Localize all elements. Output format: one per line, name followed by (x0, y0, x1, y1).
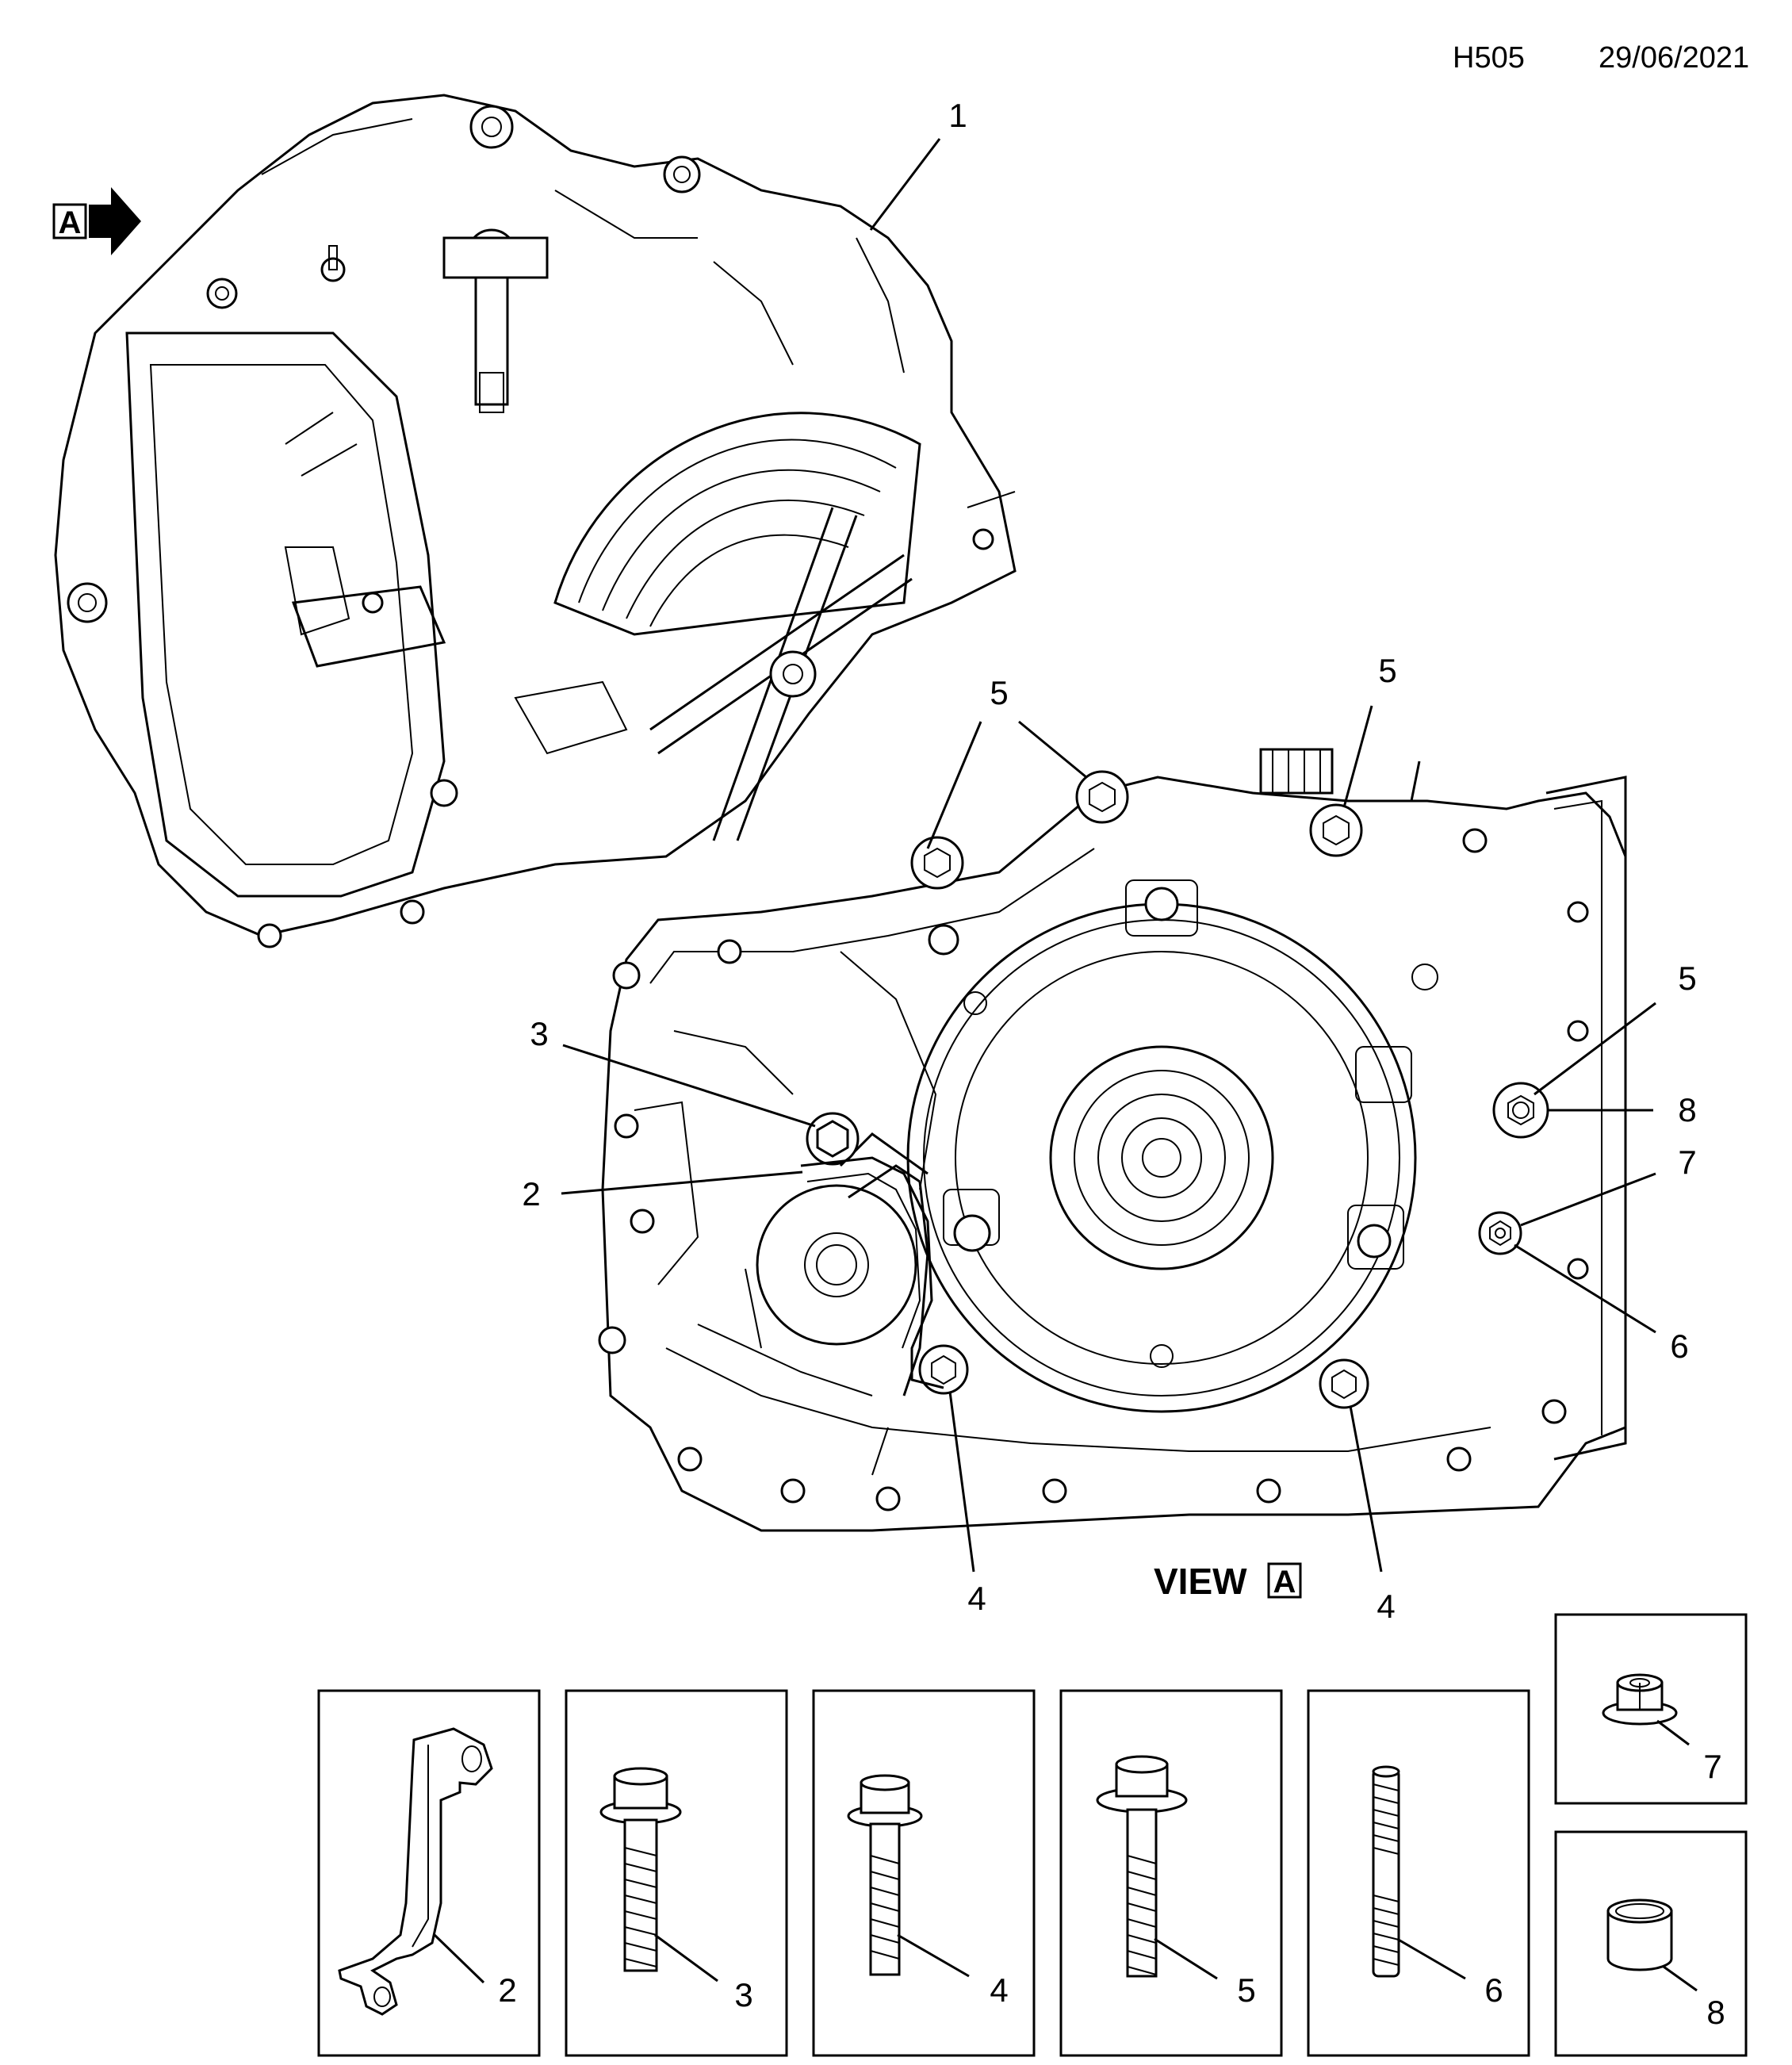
diagram-code: H505 (1453, 41, 1525, 75)
callout-2: 2 (522, 1175, 540, 1213)
bracket-2-mark (800, 1156, 944, 1389)
diagram-date: 29/06/2021 (1599, 41, 1750, 75)
bolt-5-side-mark (1492, 1082, 1549, 1139)
bolt-3-mark (806, 1112, 860, 1166)
part-number-2: 2 (498, 1971, 516, 2009)
nut-7-stud-6-mark (1478, 1211, 1522, 1255)
part-number-7: 7 (1703, 1748, 1721, 1785)
part-number-4: 4 (990, 1971, 1008, 2009)
callout-1: 1 (948, 97, 967, 134)
stud-icon (1372, 1765, 1400, 1978)
flange-bolt-icon (1096, 1755, 1188, 1978)
view-a-marker: A (52, 187, 141, 255)
fastener-marks (806, 770, 1549, 1409)
bolt-4-right-mark (1319, 1358, 1369, 1409)
leader-lines (561, 705, 1656, 1573)
view-a-housing-illustration (598, 748, 1627, 1532)
part-box-2: 2 (317, 1689, 541, 2057)
flange-nut-icon (1602, 1673, 1678, 1726)
callout-7: 7 (1678, 1144, 1696, 1181)
callout-5-left: 5 (990, 674, 1008, 711)
svg-text:A: A (59, 205, 82, 240)
view-a-caption: VIEW A (1154, 1561, 1302, 1602)
part-box-3: 3 (565, 1689, 788, 2057)
bolt-4-left-mark (918, 1344, 969, 1395)
part-number-3: 3 (734, 1976, 752, 2013)
callout-8: 8 (1678, 1091, 1696, 1128)
callout-6: 6 (1670, 1328, 1688, 1365)
part-number-8: 8 (1706, 1994, 1725, 2031)
bolt-5-left-mark (910, 836, 964, 890)
part-box-5: 5 (1059, 1689, 1283, 2057)
bolt-5-right-mark (1309, 803, 1363, 857)
part-number-6: 6 (1484, 1971, 1503, 2009)
part-number-5: 5 (1237, 1971, 1255, 2009)
arrow-right-icon (89, 187, 141, 255)
bolt-5-mid-mark (1075, 770, 1129, 824)
callout-3: 3 (530, 1015, 548, 1052)
part-box-6: 6 (1307, 1689, 1530, 2057)
part-box-4: 4 (812, 1689, 1036, 2057)
flange-bolt-icon (847, 1774, 923, 1976)
leader-line-1 (869, 138, 941, 231)
bracket-icon (338, 1727, 493, 2016)
callout-5-side: 5 (1678, 960, 1696, 997)
transmission-assembly-illustration (54, 94, 1017, 948)
callout-4-right: 4 (1377, 1588, 1395, 1625)
part-box-7: 7 (1554, 1613, 1748, 1805)
svg-text:VIEW: VIEW (1154, 1561, 1247, 1602)
svg-text:A: A (1273, 1565, 1296, 1600)
callout-5-right: 5 (1378, 652, 1396, 689)
part-box-8: 8 (1554, 1830, 1748, 2057)
flange-bolt-icon (599, 1767, 682, 1972)
callout-4-left: 4 (967, 1580, 986, 1617)
sleeve-icon (1606, 1898, 1673, 1971)
